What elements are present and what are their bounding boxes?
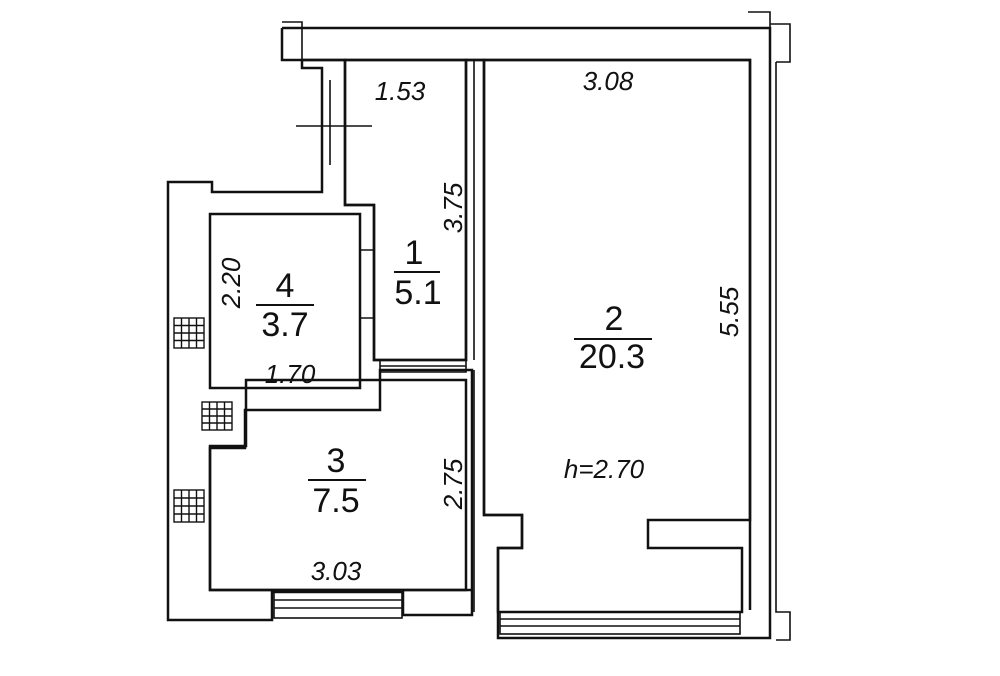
room-3-label: 3 7.5 — [308, 442, 366, 520]
room-2-length-dimension: 5.55 — [714, 286, 744, 337]
room-1-door — [379, 360, 467, 373]
room-4-label: 4 3.7 — [256, 267, 314, 344]
room-1-length-dimension: 3.75 — [438, 182, 468, 233]
room-3-length-dimension: 2.75 — [438, 458, 468, 510]
room-3-number: 3 — [327, 442, 346, 480]
ceiling-height-label: h=2.70 — [564, 454, 645, 484]
top-wall — [280, 28, 752, 610]
room-4-length-dimension: 2.20 — [216, 257, 246, 309]
room-1-width-dimension: 1.53 — [375, 76, 426, 106]
room-3-area: 7.5 — [312, 482, 359, 520]
room-4-door-frame — [360, 249, 374, 319]
room-1-area: 5.1 — [394, 274, 441, 312]
ventilation-grid-icon-2 — [201, 401, 233, 431]
room-1-entry-door — [296, 80, 372, 165]
window-room-3 — [273, 591, 403, 619]
right-wall-inner — [775, 62, 791, 641]
room-4-outline — [208, 212, 362, 390]
room-1-number: 1 — [405, 234, 424, 272]
room-2-outline — [482, 58, 752, 614]
room-3-outline — [208, 378, 468, 592]
room-4-width-dimension: 1.70 — [265, 359, 316, 389]
room-2-area: 20.3 — [579, 338, 645, 376]
ventilation-grid-icon-3 — [173, 489, 205, 523]
room-2-label: 2 20.3 — [574, 300, 652, 376]
room-4-area: 3.7 — [261, 306, 308, 344]
room-2-width-dimension: 3.08 — [583, 66, 634, 96]
room-1-label: 1 5.1 — [394, 234, 442, 312]
outer-wall — [166, 26, 772, 640]
room-2-number: 2 — [605, 300, 624, 338]
room-3-width-dimension: 3.03 — [311, 556, 362, 586]
ventilation-grid-icon-1 — [173, 317, 205, 349]
window-room-2 — [499, 611, 741, 635]
room-1-outline — [343, 58, 468, 362]
top-wall-end-left — [282, 21, 303, 60]
top-wall-end-right — [748, 11, 791, 63]
room-4-number: 4 — [276, 267, 295, 305]
